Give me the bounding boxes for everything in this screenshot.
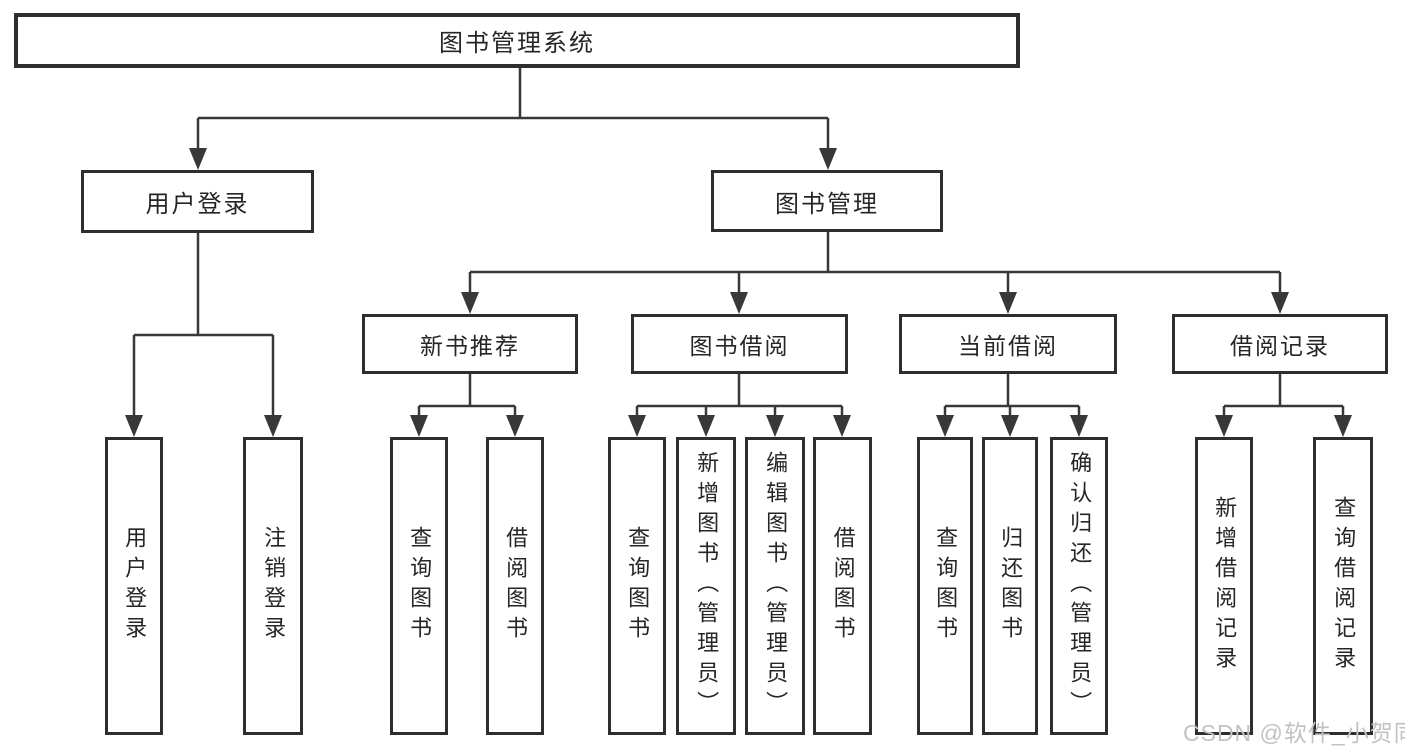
leaf-borrow-query-label: 查询图书: [625, 526, 651, 646]
node-borrow-records: 借阅记录: [1172, 314, 1388, 374]
connector-path: [132, 233, 275, 417]
arrowhead: [264, 415, 282, 437]
leaf-current-query-label: 查询图书: [933, 526, 959, 646]
leaf-current-return-label: 归还图书: [998, 526, 1024, 646]
node-current-borrow-label: 当前借阅: [958, 333, 1058, 359]
node-user-login: 用户登录: [81, 170, 314, 233]
arrowhead: [1271, 292, 1289, 314]
arrowhead: [628, 415, 646, 437]
arrowhead: [1334, 415, 1352, 437]
leaf-records-add: 新增借阅记录: [1195, 437, 1253, 735]
leaf-borrow-edit-admin-label: 编辑图书（管理员）: [763, 451, 789, 721]
connector-path: [417, 374, 517, 417]
leaf-current-confirm-admin: 确认归还（管理员）: [1050, 437, 1108, 735]
connector-user-login-to-leaves: [125, 233, 282, 437]
leaf-records-query-label: 查询借阅记录: [1331, 496, 1357, 676]
arrowhead: [461, 292, 479, 314]
node-user-login-label: 用户登录: [145, 191, 250, 218]
arrowhead: [1070, 415, 1088, 437]
arrowhead: [999, 292, 1017, 314]
node-new-books: 新书推荐: [362, 314, 578, 374]
arrowhead: [819, 148, 837, 170]
arrowhead: [766, 415, 784, 437]
arrowhead: [833, 415, 851, 437]
connector-path: [635, 374, 844, 417]
leaf-current-query: 查询图书: [917, 437, 973, 735]
arrowhead: [936, 415, 954, 437]
arrowhead: [410, 415, 428, 437]
leaf-borrow-query: 查询图书: [608, 437, 666, 735]
leaf-records-add-label: 新增借阅记录: [1212, 496, 1238, 676]
node-root: 图书管理系统: [14, 13, 1020, 68]
leaf-borrow-borrow: 借阅图书: [813, 437, 872, 735]
leaf-newbooks-query-label: 查询图书: [407, 526, 433, 646]
node-book-mgmt-label: 图书管理: [775, 190, 879, 218]
connector-path: [196, 68, 830, 150]
connector-root-to-level2: [189, 68, 837, 170]
connector-new-books-to-leaves: [410, 374, 524, 437]
leaf-borrow-add-admin: 新增图书（管理员）: [676, 437, 736, 735]
arrowhead: [189, 148, 207, 170]
arrowhead: [1215, 415, 1233, 437]
connector-path: [468, 232, 1282, 294]
connector-current-to-leaves: [936, 374, 1088, 437]
arrowhead: [697, 415, 715, 437]
node-book-mgmt: 图书管理: [711, 170, 943, 232]
node-root-label: 图书管理系统: [439, 30, 595, 57]
leaf-current-return: 归还图书: [982, 437, 1038, 735]
arrowhead: [506, 415, 524, 437]
node-current-borrow: 当前借阅: [899, 314, 1117, 374]
connector-borrow-to-leaves: [628, 374, 851, 437]
leaf-borrow-add-admin-label: 新增图书（管理员）: [694, 451, 720, 721]
connector-path: [1222, 374, 1345, 417]
leaf-newbooks-borrow: 借阅图书: [486, 437, 544, 735]
connector-book-mgmt-to-level3: [461, 232, 1289, 314]
connector-path: [943, 374, 1081, 417]
leaf-logout: 注销登录: [243, 437, 303, 735]
watermark: CSDN @软件_小贺同学: [1183, 720, 1405, 746]
connector-records-to-leaves: [1215, 374, 1352, 437]
leaf-newbooks-borrow-label: 借阅图书: [503, 526, 529, 646]
leaf-borrow-borrow-label: 借阅图书: [830, 526, 856, 646]
leaf-current-confirm-admin-label: 确认归还（管理员）: [1067, 451, 1093, 721]
node-borrow-records-label: 借阅记录: [1230, 333, 1330, 359]
leaf-user-login: 用户登录: [105, 437, 163, 735]
leaf-user-login-label: 用户登录: [122, 526, 148, 646]
node-borrow-label: 图书借阅: [689, 333, 790, 359]
node-borrow: 图书借阅: [631, 314, 848, 374]
leaf-records-query: 查询借阅记录: [1313, 437, 1373, 735]
arrowhead: [125, 415, 143, 437]
node-new-books-label: 新书推荐: [420, 333, 520, 359]
leaf-newbooks-query: 查询图书: [390, 437, 448, 735]
arrowhead: [1001, 415, 1019, 437]
arrowhead: [730, 292, 748, 314]
leaf-borrow-edit-admin: 编辑图书（管理员）: [745, 437, 805, 735]
leaf-logout-label: 注销登录: [261, 526, 287, 646]
